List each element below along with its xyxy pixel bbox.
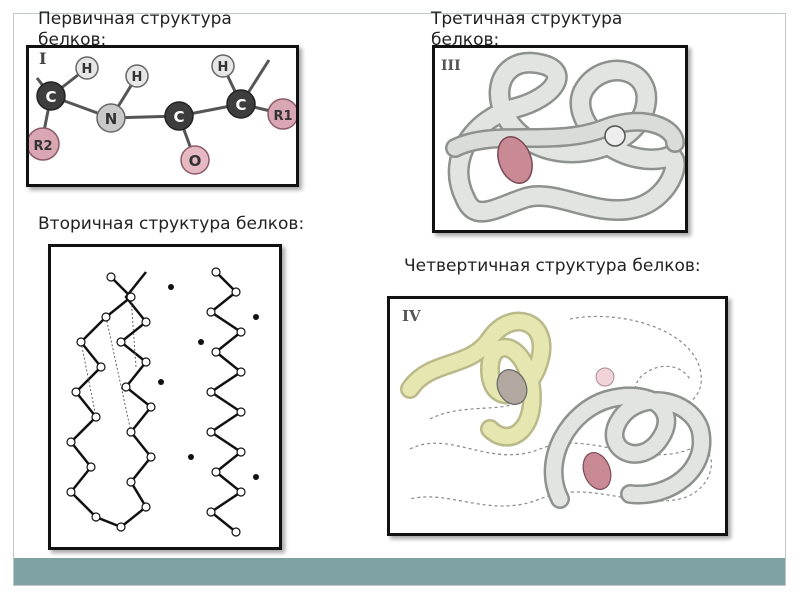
svg-text:C: C bbox=[45, 88, 56, 106]
svg-text:C: C bbox=[173, 108, 184, 126]
tertiary-structure-diagram: III bbox=[441, 51, 685, 223]
svg-text:N: N bbox=[105, 110, 118, 128]
numeral-label: I bbox=[39, 49, 46, 68]
quaternary-structure-image: IV bbox=[387, 296, 728, 536]
primary-structure-image: I H C N H C O H C R2 R1 bbox=[26, 45, 299, 187]
secondary-structure-diagram bbox=[66, 267, 259, 537]
svg-text:R2: R2 bbox=[33, 139, 52, 154]
caption-secondary-structure: Вторичная структура белков: bbox=[38, 214, 305, 234]
svg-text:H: H bbox=[132, 70, 143, 85]
secondary-structure-image bbox=[48, 244, 282, 550]
svg-text:III: III bbox=[441, 58, 461, 74]
svg-text:H: H bbox=[218, 60, 229, 75]
svg-text:O: O bbox=[189, 152, 202, 170]
svg-text:IV: IV bbox=[402, 307, 421, 325]
tertiary-structure-image: III bbox=[432, 45, 688, 233]
caption-quaternary-structure: Четвертичная структура белков: bbox=[404, 256, 701, 276]
svg-text:R1: R1 bbox=[273, 109, 292, 124]
svg-text:H: H bbox=[82, 62, 93, 77]
slide-footer-bar bbox=[14, 558, 785, 585]
quaternary-structure-diagram: IV bbox=[400, 307, 712, 509]
primary-structure-diagram: I H C N H C O H C R2 R1 bbox=[29, 49, 296, 175]
svg-text:C: C bbox=[235, 96, 246, 114]
